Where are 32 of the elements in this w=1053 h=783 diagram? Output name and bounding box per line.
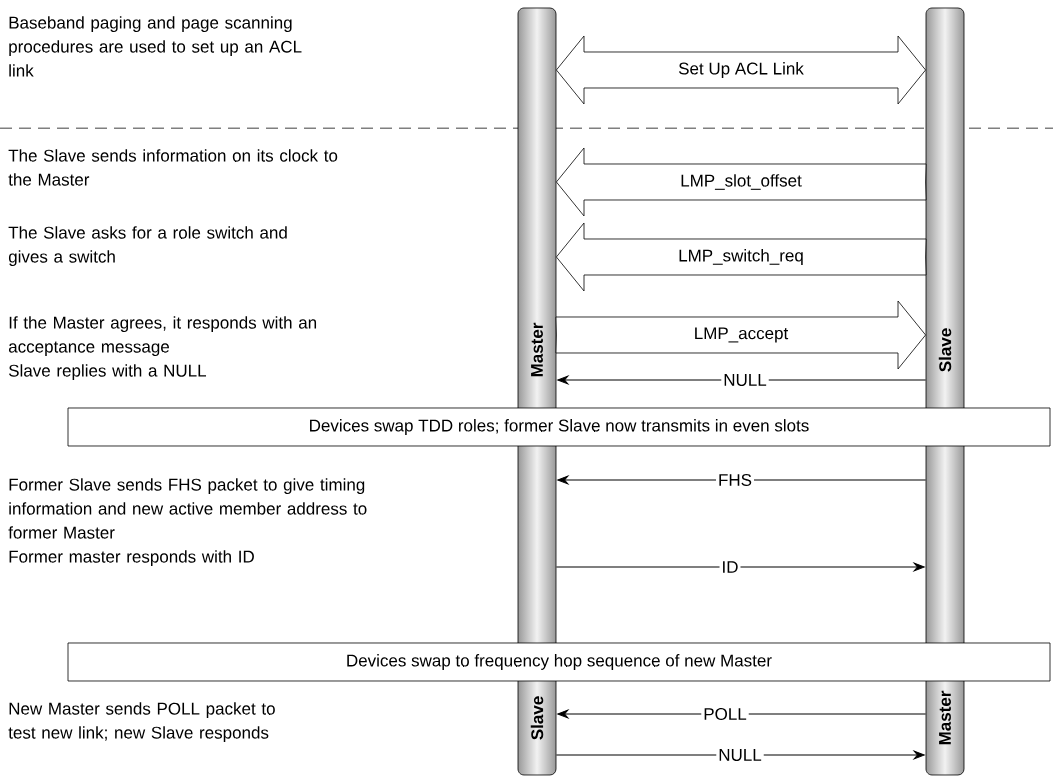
note-text: Former master responds with ID <box>9 550 254 567</box>
role-label: Slave <box>938 328 952 372</box>
process-band: Devices swap to frequency hop sequence of new Master <box>67 642 1051 682</box>
edge-label: POLL <box>701 706 749 722</box>
edge-label: FHS <box>716 472 754 488</box>
edge-label: LMP_slot_offset <box>681 174 802 190</box>
edge-label: ID <box>719 559 741 575</box>
note-text: New Master sends POLL packet to test new link; new Slave responds <box>8 702 275 743</box>
arrow <box>557 475 927 485</box>
note-text: The Slave asks for a role switch and gives a switch <box>8 226 287 267</box>
edge-label: NULL <box>716 747 764 763</box>
arrow <box>555 750 925 760</box>
role-label: Master <box>531 322 543 377</box>
note-text: Former Slave sends FHS packet to give timing information and new active member address to former Master <box>8 478 367 539</box>
edge-label: LMP_switch_req <box>679 249 803 265</box>
block-arrow <box>556 147 927 217</box>
process-band: Devices swap TDD roles; former Slave now transmits in even slots <box>67 407 1051 447</box>
arrow <box>557 375 927 385</box>
note-text: Baseband paging and page scanning procedures are used to set up an ACL link <box>9 16 302 77</box>
note-text: If the Master agrees, it responds with an acceptance message <box>8 316 317 357</box>
arrow <box>555 562 925 572</box>
edge-label: Set Up ACL Link <box>678 62 804 78</box>
role-label: Master <box>939 690 951 745</box>
edge-label: NULL <box>721 372 769 388</box>
block-arrow <box>555 300 926 370</box>
note-text: Slave replies with a NULL <box>8 364 206 381</box>
edge-label: LMP_accept <box>695 327 789 343</box>
block-arrow <box>556 35 926 105</box>
block-arrow <box>556 222 927 292</box>
arrow <box>557 709 927 719</box>
note-text: The Slave sends information on its clock to the Master <box>8 149 338 186</box>
role-label: Slave <box>530 696 544 740</box>
